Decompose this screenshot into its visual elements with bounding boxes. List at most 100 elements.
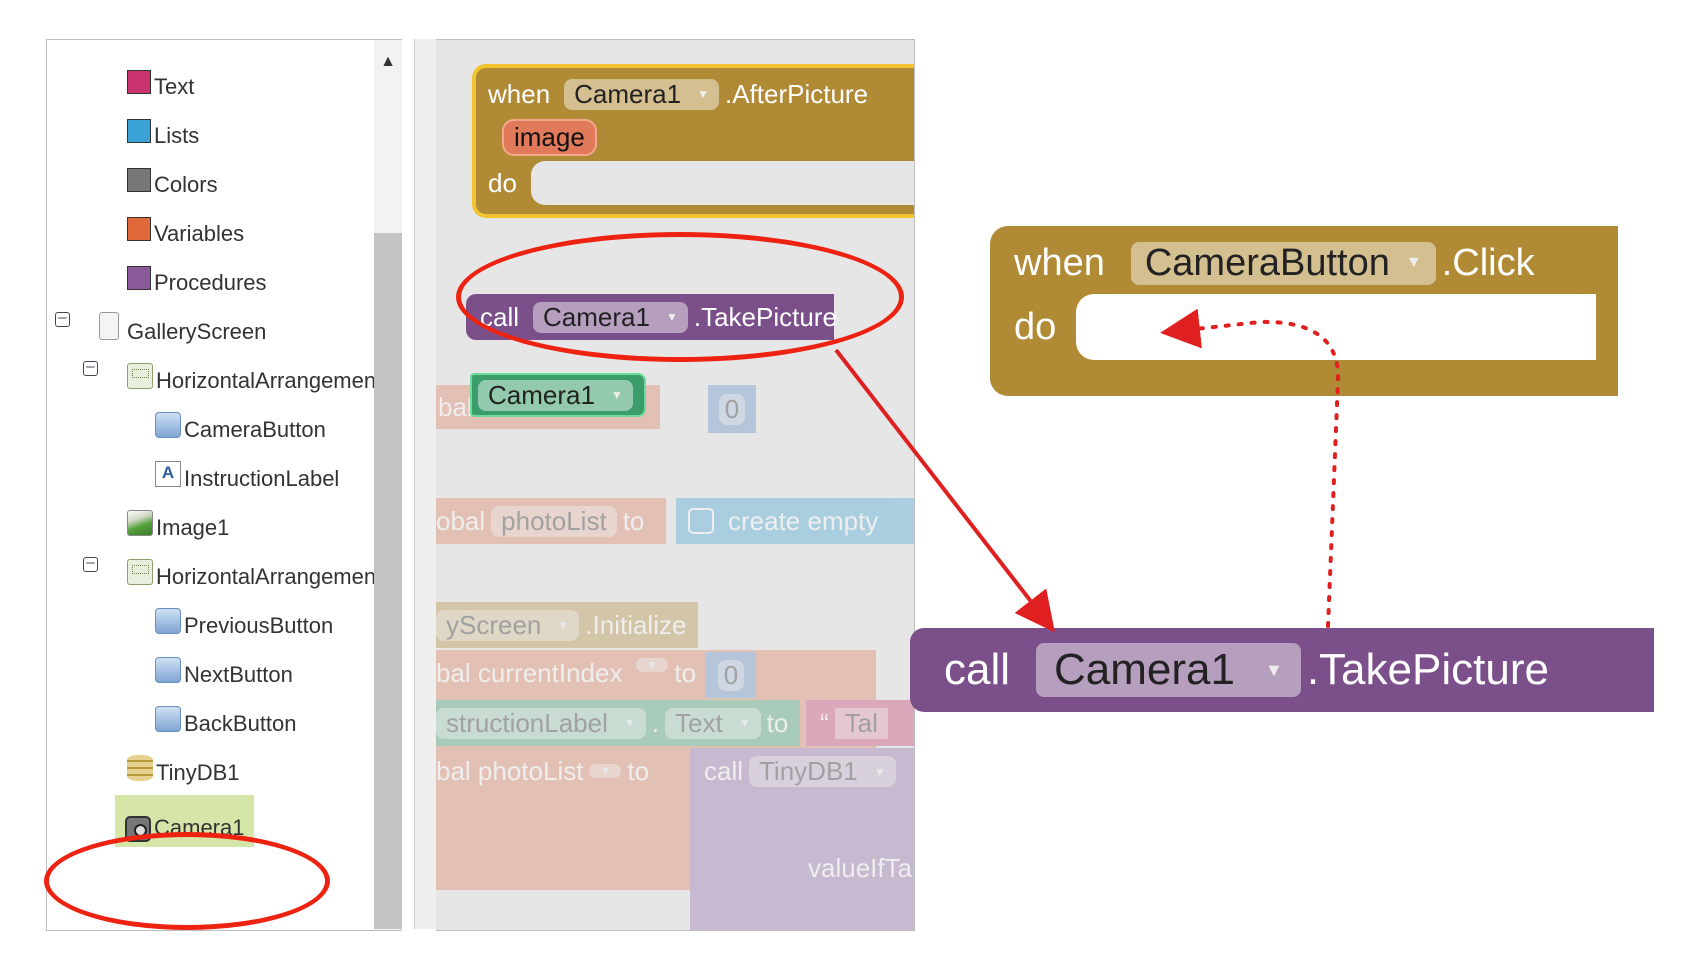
dropdown-arrow-icon: ▼ bbox=[697, 87, 709, 101]
colors-drawer-icon bbox=[127, 168, 151, 192]
block-keyword-when: when bbox=[488, 78, 551, 109]
value-if-tag-label-faded: valueIfTa bbox=[808, 848, 912, 888]
tree-item-camerabutton[interactable]: CameraButton bbox=[155, 403, 326, 443]
global-photolist-block-faded: obal photoList to bbox=[436, 498, 666, 544]
scroll-up-arrow-icon[interactable]: ▲ bbox=[380, 53, 396, 70]
set-currentindex-block-faded: bal currentIndex ▼ to bbox=[436, 650, 876, 890]
block-keyword-do: do bbox=[1014, 305, 1057, 348]
drawer-label: Lists bbox=[154, 123, 200, 148]
button-icon bbox=[155, 608, 181, 634]
drawer-lists[interactable]: Lists bbox=[127, 109, 199, 149]
block-keyword: to bbox=[627, 755, 650, 786]
database-icon bbox=[127, 755, 153, 781]
tree-item-label: BackButton bbox=[184, 711, 297, 736]
button-icon bbox=[155, 706, 181, 732]
dropdown-arrow-icon: ▼ bbox=[738, 716, 751, 730]
tree-scrollbar-thumb[interactable] bbox=[374, 233, 402, 929]
collapse-toggle-icon[interactable]: – bbox=[83, 360, 98, 376]
tree-item-galleryscreen[interactable]: GalleryScreen bbox=[99, 305, 266, 345]
tree-item-label: CameraButton bbox=[184, 417, 326, 442]
component-name: yScreen bbox=[446, 609, 542, 640]
tree-item-label: TinyDB1 bbox=[156, 760, 240, 785]
event-header: when Camera1 ▼ .AfterPicture bbox=[488, 74, 868, 114]
dropdown-arrow-icon: ▼ bbox=[636, 658, 669, 672]
do-statement-slot[interactable] bbox=[530, 161, 914, 205]
param-image[interactable]: image bbox=[502, 118, 597, 156]
dropdown-arrow-icon: ▼ bbox=[873, 764, 886, 779]
dropdown-arrow-icon: ▼ bbox=[557, 618, 570, 632]
blocks-workspace[interactable]: bal to 0 obal photoList to create empty … bbox=[436, 39, 915, 931]
gear-icon bbox=[688, 508, 714, 534]
dropdown-arrow-icon: ▼ bbox=[589, 764, 622, 778]
drawer-label: Text bbox=[154, 74, 195, 99]
camera-takepicture-call-block-zoomed[interactable]: call Camera1▼ .TakePicture bbox=[910, 628, 1654, 712]
property-name: Text bbox=[675, 707, 723, 738]
tree-item-horizontalarrangement2[interactable]: HorizontalArrangemen bbox=[127, 550, 375, 590]
arrangement-icon bbox=[127, 363, 153, 389]
component-dropdown[interactable]: Camera1▼ bbox=[478, 379, 633, 411]
block-keyword: to bbox=[622, 505, 645, 536]
tree-item-tinydb1[interactable]: TinyDB1 bbox=[127, 746, 240, 786]
quote-icon: “ bbox=[820, 707, 829, 738]
collapse-toggle-icon[interactable]: – bbox=[83, 556, 98, 572]
workspace-splitter[interactable] bbox=[414, 39, 438, 929]
block-keyword: create empty bbox=[728, 505, 879, 536]
variable-name: bal currentIndex bbox=[436, 658, 623, 688]
block-keyword: call bbox=[704, 756, 744, 786]
property-dropdown: Text ▼ bbox=[665, 707, 761, 739]
component-dropdown: structionLabel▼ bbox=[436, 707, 646, 739]
set-photolist-block-faded: bal photoList ▼ to bbox=[436, 748, 676, 794]
tree-item-label: Image1 bbox=[156, 515, 230, 540]
component-dropdown[interactable]: Camera1▼ bbox=[1036, 643, 1301, 697]
method-name: .TakePicture bbox=[1306, 645, 1549, 694]
block-keyword: obal bbox=[436, 505, 486, 536]
dropdown-arrow-icon: ▼ bbox=[623, 716, 636, 730]
button-icon bbox=[155, 657, 181, 683]
variables-drawer-icon bbox=[127, 217, 151, 241]
camera1-component-getter-block[interactable]: Camera1▼ bbox=[470, 373, 646, 417]
tree-item-previousbutton[interactable]: PreviousButton bbox=[155, 599, 333, 639]
tree-item-image1[interactable]: Image1 bbox=[127, 501, 229, 541]
component-name: Camera1 bbox=[574, 78, 682, 109]
tree-item-instructionlabel[interactable]: A InstructionLabel bbox=[155, 452, 339, 492]
text-block-faded: “ Tal bbox=[806, 700, 914, 746]
tree-item-nextbutton[interactable]: NextButton bbox=[155, 648, 293, 688]
dotted-arrow bbox=[1160, 308, 1341, 628]
block-keyword: to bbox=[674, 658, 697, 688]
block-keyword: bal bbox=[438, 391, 473, 422]
tree-item-horizontalarrangement1[interactable]: HorizontalArrangemen bbox=[127, 354, 375, 394]
event-name: .AfterPicture bbox=[724, 78, 869, 109]
arrangement-icon bbox=[127, 559, 153, 585]
create-empty-list-block-faded: create empty bbox=[676, 498, 914, 544]
drawer-variables[interactable]: Variables bbox=[127, 207, 244, 247]
tree-item-label: InstructionLabel bbox=[184, 466, 340, 491]
highlight-oval-camera1 bbox=[44, 832, 330, 930]
component-name: TinyDB1 bbox=[759, 756, 858, 786]
tree-item-backbutton[interactable]: BackButton bbox=[155, 697, 297, 737]
event-do-row: do bbox=[488, 160, 914, 206]
drawer-text[interactable]: Text bbox=[127, 60, 194, 100]
event-name: .Initialize bbox=[585, 609, 687, 640]
tree-item-label: HorizontalArrangemen bbox=[156, 368, 375, 393]
event-name: .Click bbox=[1441, 241, 1535, 284]
component-dropdown[interactable]: Camera1 ▼ bbox=[564, 78, 719, 110]
tree-item-label: PreviousButton bbox=[184, 613, 334, 638]
collapse-toggle-icon[interactable]: – bbox=[55, 311, 70, 327]
drawer-label: Variables bbox=[154, 221, 245, 246]
dropdown-arrow-icon: ▼ bbox=[1405, 254, 1422, 271]
procedures-drawer-icon bbox=[127, 266, 151, 290]
camerabutton-click-event-block[interactable]: when CameraButton▼ .Click do bbox=[990, 226, 1618, 396]
drawer-colors[interactable]: Colors bbox=[127, 158, 218, 198]
drawer-procedures[interactable]: Procedures bbox=[127, 256, 267, 296]
lists-drawer-icon bbox=[127, 119, 151, 143]
drawer-label: Colors bbox=[154, 172, 218, 197]
camera-afterpicture-event-block[interactable]: when Camera1 ▼ .AfterPicture image do bbox=[472, 64, 914, 218]
block-keyword-do: do bbox=[488, 167, 517, 198]
component-name: Camera1 bbox=[1054, 645, 1235, 694]
number-value: 0 bbox=[717, 659, 745, 691]
drawer-label: Procedures bbox=[154, 270, 267, 295]
event-header: when CameraButton▼ .Click bbox=[1014, 234, 1535, 292]
variable-name: photoList bbox=[491, 505, 617, 537]
number-block-faded: 0 bbox=[706, 652, 756, 698]
component-dropdown[interactable]: CameraButton▼ bbox=[1130, 241, 1436, 285]
